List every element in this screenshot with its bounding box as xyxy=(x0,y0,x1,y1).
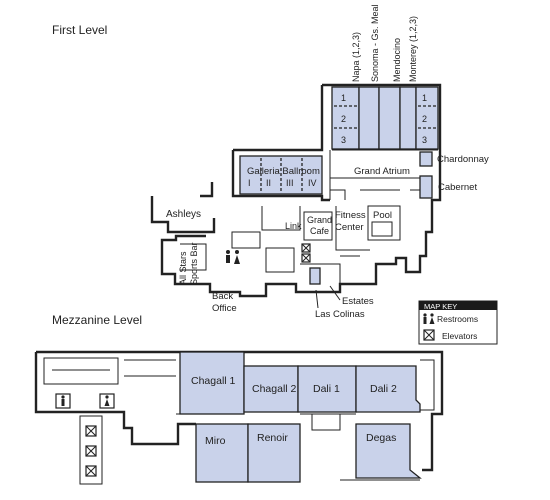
restroom-icon-first-level xyxy=(226,250,240,264)
dali-1-label: Dali 1 xyxy=(313,383,340,395)
mendocino-label: Mendocino xyxy=(392,38,402,82)
dali-1-room xyxy=(297,365,357,413)
ashleys-label: Ashleys xyxy=(166,209,201,220)
renoir-room xyxy=(247,423,301,483)
pool-label: Pool xyxy=(373,210,392,221)
galleria-section-IV: IV xyxy=(308,178,317,188)
dali-2-label: Dali 2 xyxy=(370,383,397,395)
first-level-outline xyxy=(150,83,442,298)
galleria-section-II: II xyxy=(266,178,271,188)
estates-label: Estates xyxy=(342,296,374,307)
monterey-section-2: 2 xyxy=(422,114,427,124)
monterey-room-block: 1 2 3 xyxy=(415,86,439,150)
dali-2-room xyxy=(355,365,421,413)
chagall-2-label: Chagall 2 xyxy=(252,383,297,395)
grand-cafe-label-line1: Grand xyxy=(307,215,332,225)
fitness-center-label-line1: Fitness xyxy=(335,210,366,221)
cabernet-room xyxy=(419,175,433,199)
monterey-section-3: 3 xyxy=(422,135,427,145)
galleria-section-I: I xyxy=(248,178,251,188)
back-office-label-line2: Office xyxy=(212,303,237,314)
chardonnay-room xyxy=(419,151,433,167)
grand-atrium-label: Grand Atrium xyxy=(354,166,410,177)
first-level-title: First Level xyxy=(52,23,107,37)
monterey-section-1: 1 xyxy=(422,93,427,103)
sports-bar-label-line1: All Stars xyxy=(178,251,188,285)
cabernet-label: Cabernet xyxy=(438,182,477,193)
grand-cafe-label-line2: Cafe xyxy=(310,226,329,236)
chagall-2-room xyxy=(243,365,299,413)
napa-label: Napa (1,2,3) xyxy=(351,32,361,82)
napa-section-3: 3 xyxy=(341,135,346,145)
chagall-1-label: Chagall 1 xyxy=(191,375,236,387)
sonoma-label: Sonoma - Gs. Meal xyxy=(370,4,380,82)
napa-section-2: 2 xyxy=(341,114,346,124)
sonoma-room xyxy=(358,86,380,150)
map-key-elevators-label: Elevators xyxy=(442,331,477,341)
elevator-icon-first-level xyxy=(301,243,311,263)
sports-bar-label-line2: Sports Bar xyxy=(189,242,199,285)
monterey-label: Monterey (1,2,3) xyxy=(408,16,418,82)
miro-label: Miro xyxy=(205,435,226,447)
chagall-1-room xyxy=(179,351,245,415)
back-office-label-line1: Back xyxy=(212,291,233,302)
map-key: MAP KEY Restrooms Elevators xyxy=(418,300,498,345)
galleria-section-III: III xyxy=(286,178,294,188)
mendocino-room xyxy=(378,86,401,150)
restroom-icon-mezzanine-women xyxy=(99,393,115,409)
mezzanine-level-title: Mezzanine Level xyxy=(52,313,142,327)
las-colinas-room xyxy=(309,267,321,285)
restroom-icon xyxy=(423,313,435,324)
galleria-ballroom-label: Galleria Ballroom xyxy=(247,166,320,177)
elevator-icon xyxy=(423,329,435,341)
elevator-icon-mezzanine xyxy=(85,425,97,477)
degas-room xyxy=(355,423,422,479)
mezzanine-outline xyxy=(34,350,444,485)
las-colinas-label: Las Colinas xyxy=(315,309,365,320)
galleria-ballroom-block: Galleria Ballroom I II III IV xyxy=(239,155,323,195)
link-label: Link xyxy=(285,221,302,231)
renoir-label: Renoir xyxy=(257,432,288,444)
miro-room xyxy=(195,423,249,483)
napa-room-block: 1 2 3 xyxy=(331,86,360,150)
map-key-title: MAP KEY xyxy=(424,302,457,311)
napa-section-1: 1 xyxy=(341,93,346,103)
restroom-icon-mezzanine-men xyxy=(55,393,71,409)
degas-label: Degas xyxy=(366,432,396,444)
chardonnay-label: Chardonnay xyxy=(437,154,489,165)
map-key-restrooms-label: Restrooms xyxy=(437,314,478,324)
fitness-center-label-line2: Center xyxy=(335,222,364,233)
mendocino-room-annex xyxy=(399,86,417,150)
